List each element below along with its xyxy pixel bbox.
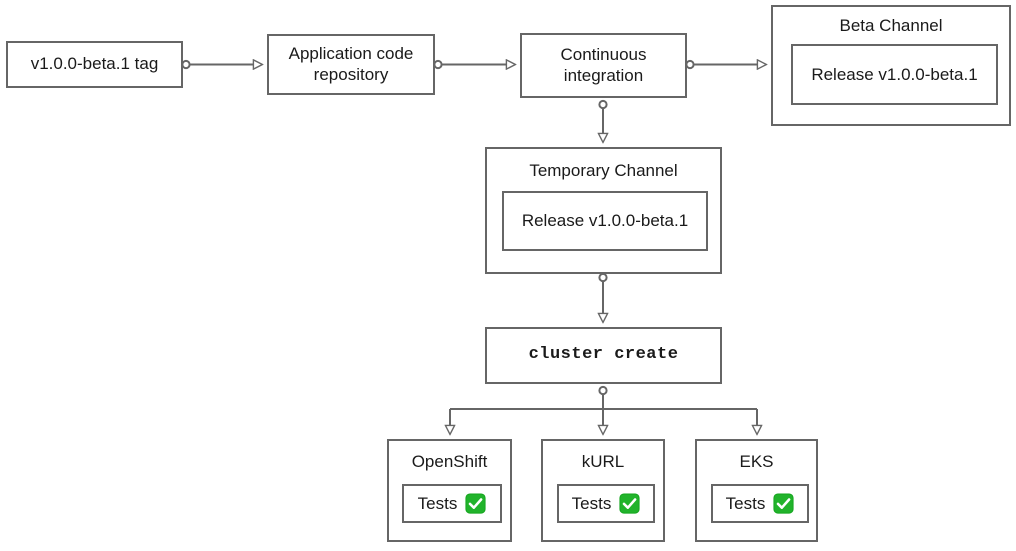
release-card-temporary-channel[interactable]: Release v1.0.0-beta.1	[502, 191, 708, 251]
edge-source-dot	[598, 385, 608, 396]
tests-badge-kurl[interactable]: Tests	[557, 484, 655, 523]
edge-branch-bus	[450, 394, 757, 410]
edge-source-dot	[181, 59, 191, 70]
tests-badge-eks[interactable]: Tests	[711, 484, 809, 523]
tests-badge-openshift-label: Tests	[417, 493, 458, 513]
tests-badge-openshift[interactable]: Tests	[402, 484, 502, 523]
node-continuous-integration[interactable]: Continuous integration	[520, 33, 687, 98]
white-heavy-check-mark-icon	[619, 493, 640, 514]
edge-source-dot	[433, 59, 443, 70]
node-ci-label-line2: integration	[563, 65, 644, 85]
node-cluster-create[interactable]: cluster create	[485, 327, 722, 384]
tests-badge-kurl-label: Tests	[571, 493, 612, 513]
target-eks[interactable]: EKS Tests	[695, 439, 818, 542]
release-card-beta-channel[interactable]: Release v1.0.0-beta.1	[791, 44, 998, 105]
white-heavy-check-mark-icon	[773, 493, 794, 514]
channel-temporary-channel-title: Temporary Channel	[529, 161, 678, 180]
node-repo-label-line1: Application code	[288, 43, 414, 63]
release-card-temporary-channel-label: Release v1.0.0-beta.1	[521, 211, 689, 230]
tests-badge-eks-label: Tests	[725, 493, 766, 513]
target-openshift[interactable]: OpenShift Tests	[387, 439, 512, 542]
node-application-code-repository[interactable]: Application code repository	[267, 34, 435, 95]
channel-beta-channel-title: Beta Channel	[839, 16, 943, 35]
channel-beta-channel[interactable]: Beta Channel Release v1.0.0-beta.1	[771, 5, 1011, 126]
target-eks-title: EKS	[739, 452, 774, 471]
target-kurl[interactable]: kURL Tests	[541, 439, 665, 542]
release-card-beta-channel-label: Release v1.0.0-beta.1	[811, 64, 978, 84]
node-tag[interactable]: v1.0.0-beta.1 tag	[6, 41, 183, 88]
node-cluster-create-label: cluster create	[528, 345, 679, 365]
edge-source-dot	[598, 272, 608, 283]
node-repo-label-line2: repository	[313, 64, 389, 84]
node-ci-label-line1: Continuous	[560, 44, 647, 64]
white-heavy-check-mark-icon	[465, 493, 486, 514]
target-openshift-title: OpenShift	[411, 452, 488, 471]
node-tag-label: v1.0.0-beta.1 tag	[30, 54, 159, 74]
edge-source-dot	[685, 59, 695, 70]
edge-source-dot	[598, 99, 608, 110]
target-kurl-title: kURL	[581, 452, 625, 471]
channel-temporary-channel[interactable]: Temporary Channel Release v1.0.0-beta.1	[485, 147, 722, 274]
